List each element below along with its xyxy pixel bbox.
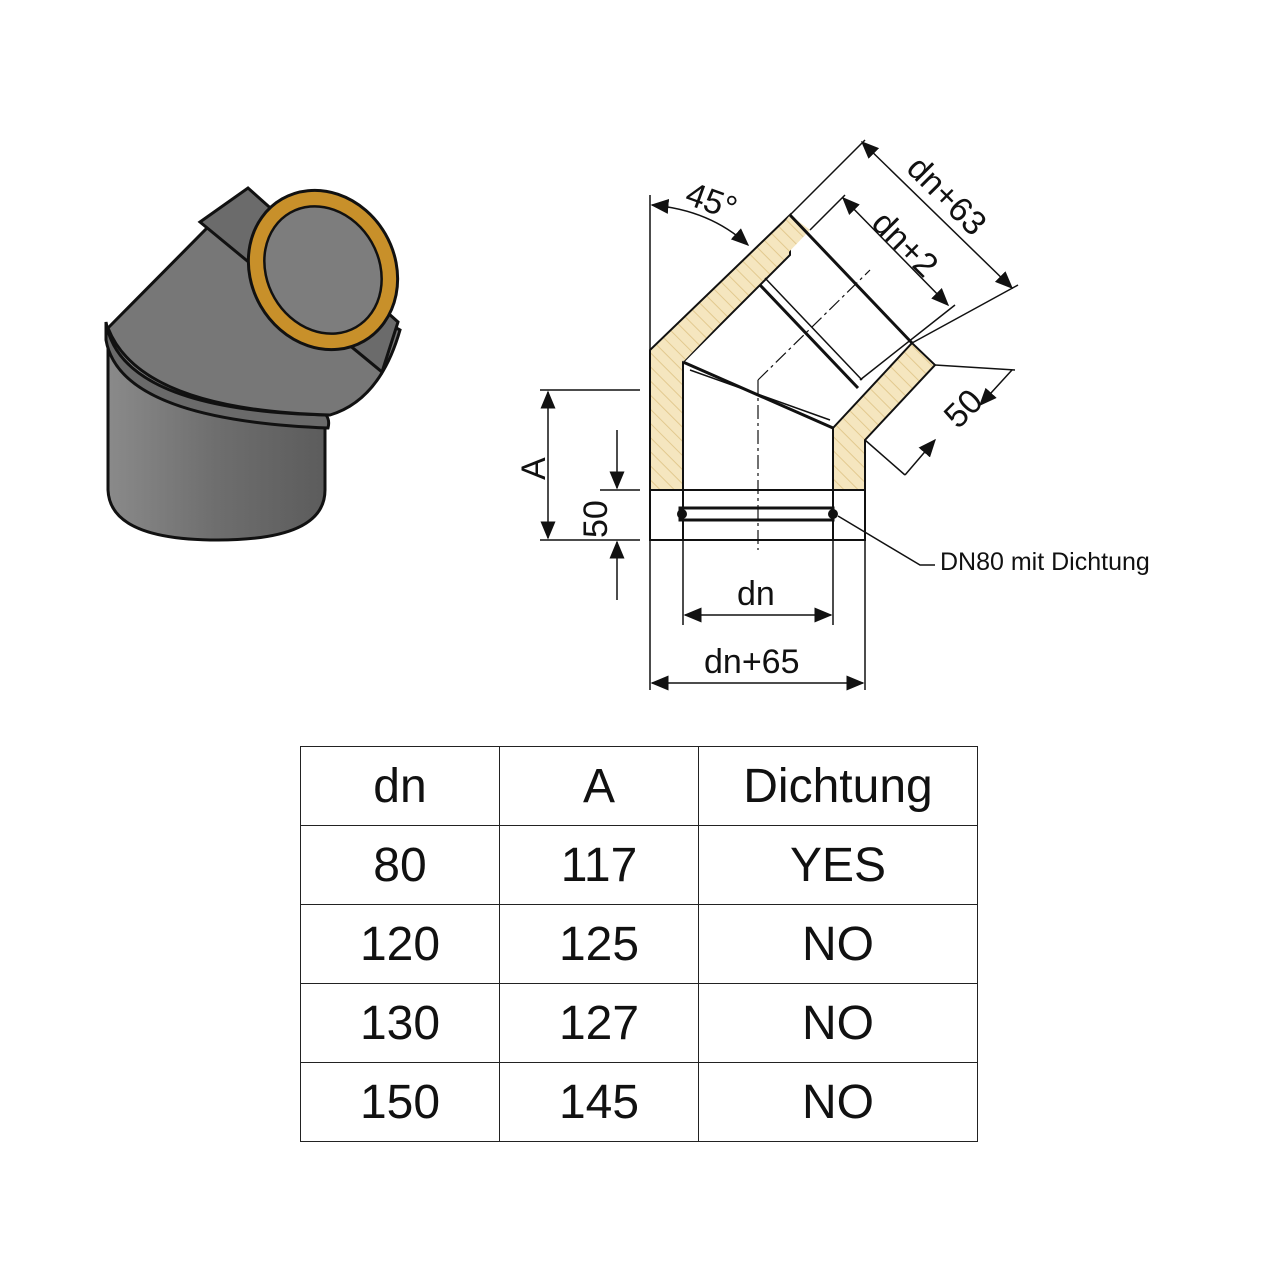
dim-end-offset-label: 50: [937, 382, 991, 436]
table-row: 150 145 NO: [300, 1062, 978, 1142]
cell-dichtung: NO: [698, 904, 978, 984]
dim-outer-width-label: dn+65: [704, 643, 800, 681]
cell-dn: 150: [300, 1062, 500, 1142]
header-dn: dn: [300, 746, 500, 826]
table-row: 80 117 YES: [300, 825, 978, 905]
dimension-lines: [540, 139, 1019, 691]
cell-dichtung: YES: [698, 825, 978, 905]
elbow-3d-illustration: [104, 186, 402, 542]
seal-callout-label: DN80 mit Dichtung: [940, 548, 1150, 576]
table-row: 120 125 NO: [300, 904, 978, 984]
header-a: A: [499, 746, 699, 826]
table-header-row: dn A Dichtung: [300, 746, 978, 826]
table-row: 130 127 NO: [300, 983, 978, 1063]
cell-dichtung: NO: [698, 1062, 978, 1142]
angle-label: 45°: [681, 175, 742, 228]
dim-inner-width-label: dn: [737, 575, 775, 613]
cell-a: 117: [499, 825, 699, 905]
technical-drawing: 45° dn+63 dn+2 50 A 50 dn dn+65 DN80 mit…: [104, 139, 1150, 691]
cell-dn: 80: [300, 825, 500, 905]
cell-dichtung: NO: [698, 983, 978, 1063]
dim-inner-diagonal-label: dn+2: [864, 204, 945, 285]
header-dichtung: Dichtung: [698, 746, 978, 826]
cell-dn: 130: [300, 983, 500, 1063]
cell-a: 145: [499, 1062, 699, 1142]
dim-height-A-label: A: [515, 457, 553, 480]
dim-socket-label: 50: [577, 500, 615, 538]
cell-a: 125: [499, 904, 699, 984]
spec-table: dn A Dichtung 80 117 YES 120 125 NO 130 …: [300, 746, 978, 1142]
cell-dn: 120: [300, 904, 500, 984]
cell-a: 127: [499, 983, 699, 1063]
cross-section: [649, 212, 937, 550]
